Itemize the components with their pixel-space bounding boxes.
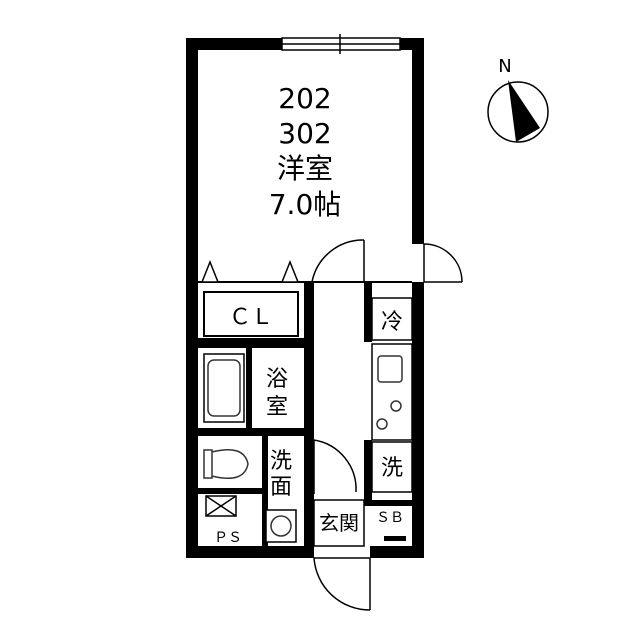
main-room: 202 302 洋室 7.0帖	[269, 82, 342, 221]
window	[281, 34, 401, 54]
closet-door-marker-icon	[200, 259, 220, 283]
shoe-box-label: ＳＢ	[376, 510, 404, 526]
stove-burner-icon	[390, 400, 402, 412]
entrance-label: 玄関	[319, 511, 359, 535]
stove-burner-icon	[376, 418, 388, 430]
bathtub-icon	[207, 359, 241, 417]
washroom: 洗 面	[203, 449, 297, 543]
pipe-space: ＰＳ	[205, 495, 242, 546]
closet-label: ＣＬ	[229, 305, 273, 330]
kitchen: 冷 洗	[371, 297, 413, 493]
washroom-label-1: 洗	[270, 449, 292, 474]
closet: ＣＬ	[200, 259, 300, 337]
outer-walls	[186, 38, 424, 558]
bathroom-label-2: 室	[266, 395, 288, 420]
toilet-icon	[203, 449, 249, 479]
bathroom-label-1: 浴	[266, 367, 288, 392]
fridge-label: 冷	[381, 310, 403, 335]
compass: N	[487, 56, 549, 143]
compass-north-label: N	[498, 56, 511, 77]
closet-door-marker-icon	[280, 259, 300, 283]
compass-needle-icon	[508, 80, 540, 142]
entrance: 玄関 ＳＢ	[313, 499, 406, 547]
room-size: 7.0帖	[269, 188, 342, 221]
sink-icon	[377, 355, 403, 383]
door-washroom	[313, 439, 357, 494]
door-right	[423, 243, 463, 283]
washroom-label-2: 面	[270, 475, 292, 500]
bathroom: 浴 室	[203, 353, 288, 423]
pipe-space-label: ＰＳ	[214, 530, 242, 546]
door-entrance	[313, 557, 371, 611]
room-number-2: 302	[278, 117, 331, 150]
room-name: 洋室	[277, 152, 333, 185]
door-main-room	[311, 239, 365, 290]
washer-label: 洗	[381, 456, 403, 481]
room-number-1: 202	[278, 82, 331, 115]
